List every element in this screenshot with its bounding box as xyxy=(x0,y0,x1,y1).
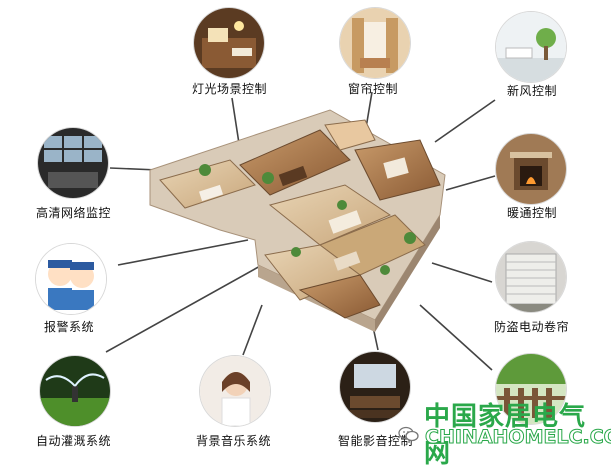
feature-shutter-label: 防盗电动卷帘 xyxy=(494,320,570,334)
connector-irrigation xyxy=(105,264,263,353)
feature-lighting-icon xyxy=(194,8,264,78)
smart-home-diagram: 灯光场景控制 窗帘控制 新风控制 高清网络监控 暖通控制 报警系统 防盗电动卷帘… xyxy=(36,8,611,469)
fresh-air-room-icon xyxy=(496,12,566,82)
woman-music-icon xyxy=(200,356,270,426)
watermark-en: CHINAHOMELC.COM xyxy=(425,426,611,449)
feature-cinema-label: 智能影音控制 xyxy=(338,434,414,448)
feature-hd-monitor-label: 高清网络监控 xyxy=(36,206,112,220)
connector-curtain xyxy=(365,91,373,129)
floorplan-3d-icon xyxy=(149,109,446,332)
sprinkler-icon xyxy=(40,356,110,426)
feature-alarm-label: 报警系统 xyxy=(44,320,95,334)
feature-shutter-icon xyxy=(496,242,566,312)
connector-fresh-air xyxy=(434,99,496,143)
police-cartoon-icon xyxy=(36,244,106,314)
garden-fence-icon xyxy=(496,354,566,424)
connector-extra xyxy=(419,304,493,371)
feature-irrigation-label: 自动灌溉系统 xyxy=(36,434,112,448)
feature-alarm-icon xyxy=(36,244,106,314)
feature-extra-icon xyxy=(496,354,566,424)
wechat-icon xyxy=(398,426,419,442)
feature-music-icon xyxy=(200,356,270,426)
feature-fresh-air-label: 新风控制 xyxy=(507,84,558,98)
feature-music-label: 背景音乐系统 xyxy=(196,434,272,448)
feature-lighting-label: 灯光场景控制 xyxy=(192,82,268,96)
connector-shutter xyxy=(431,262,493,283)
home-cinema-icon xyxy=(340,352,410,422)
feature-fresh-air-icon xyxy=(496,12,566,82)
monitor-screens-icon xyxy=(38,128,108,198)
feature-heating-icon xyxy=(496,134,566,204)
connector-music xyxy=(242,304,263,356)
feature-cinema-icon xyxy=(340,352,410,422)
curtain-room-icon xyxy=(340,8,410,78)
connector-heating xyxy=(445,175,496,191)
rolling-shutter-icon xyxy=(496,242,566,312)
feature-curtain-icon xyxy=(340,8,410,78)
lighting-room-icon xyxy=(194,8,264,78)
feature-curtain-label: 窗帘控制 xyxy=(348,82,399,96)
fireplace-room-icon xyxy=(496,134,566,204)
connector-alarm xyxy=(117,239,249,266)
feature-heating-label: 暖通控制 xyxy=(507,206,558,220)
feature-hd-monitor-icon xyxy=(38,128,108,198)
feature-irrigation-icon xyxy=(40,356,110,426)
connector-lines xyxy=(105,91,496,371)
